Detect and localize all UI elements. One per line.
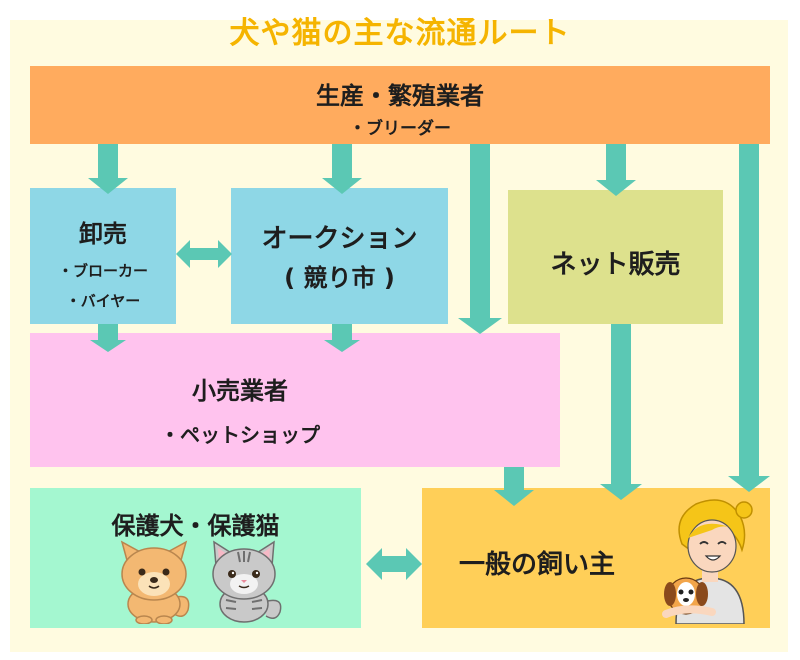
node-producer: 生産・繁殖業者 ・ブリーダー	[30, 66, 770, 144]
arrow-auction-retail	[324, 324, 360, 352]
node-retail: 小売業者 ・ペットショップ	[30, 333, 560, 467]
node-net-sales: ネット販売	[508, 190, 723, 324]
node-owner-label: 一般の飼い主	[458, 550, 615, 580]
tabby-cat-icon	[212, 540, 282, 623]
arrow-producer-owner	[728, 144, 770, 492]
node-wholesale-item-buyer: ・バイヤー	[65, 292, 141, 310]
node-wholesale-label: 卸売	[79, 220, 127, 248]
node-rescue: 保護犬・保護猫	[30, 488, 361, 628]
node-net-sales-label: ネット販売	[550, 250, 681, 280]
arrow-producer-retail	[458, 144, 502, 334]
node-auction-label: オークション	[261, 224, 418, 254]
node-wholesale-item-broker: ・ブローカー	[57, 262, 148, 280]
arrow-net-owner	[600, 324, 642, 500]
node-auction-sub: ( 競り市 )	[284, 264, 395, 292]
arrow-producer-wholesale	[88, 144, 128, 194]
arrow-retail-owner	[494, 467, 534, 506]
node-wholesale: 卸売 ・ブローカー ・バイヤー	[30, 188, 176, 324]
arrow-producer-net	[596, 144, 636, 196]
owner-with-dog-icon	[662, 499, 753, 624]
diagram-title: 犬や猫の主な流通ルート	[229, 16, 571, 51]
arrow-wholesale-auction	[176, 240, 232, 268]
node-retail-sub: ・ペットショップ	[160, 423, 320, 447]
node-owner: 一般の飼い主	[422, 488, 770, 628]
node-auction: オークション ( 競り市 )	[231, 188, 448, 324]
shiba-dog-icon	[120, 540, 190, 624]
node-producer-label: 生産・繁殖業者	[316, 82, 484, 110]
arrow-rescue-owner	[366, 548, 422, 580]
node-rescue-label: 保護犬・保護猫	[111, 512, 280, 540]
node-producer-sub: ・ブリーダー	[349, 119, 451, 139]
arrow-wholesale-retail	[90, 324, 126, 352]
arrow-producer-auction	[322, 144, 362, 194]
node-retail-label: 小売業者	[192, 377, 288, 405]
